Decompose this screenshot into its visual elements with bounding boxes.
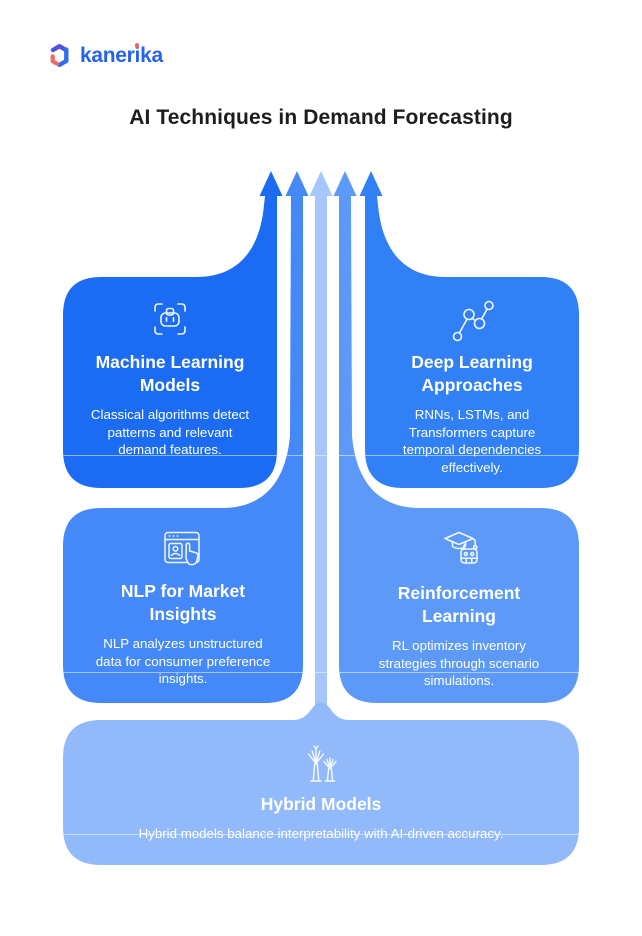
kanerika-logo: kanerika bbox=[46, 42, 163, 69]
arrow-5-head-icon bbox=[359, 171, 383, 196]
page-title: AI Techniques in Demand Forecasting bbox=[129, 106, 513, 129]
card-1-shape bbox=[63, 196, 277, 488]
card-2-shape bbox=[365, 196, 579, 488]
card-3-shape bbox=[63, 196, 303, 703]
card-title: Deep Learning Approaches bbox=[411, 352, 533, 395]
arrow-1-head-icon bbox=[259, 171, 283, 196]
graduate-robot-icon bbox=[435, 527, 483, 573]
arrow-3-head-icon bbox=[309, 171, 333, 196]
browser-profile-icon bbox=[159, 527, 207, 571]
network-nodes-icon bbox=[448, 296, 496, 342]
card-reinforcement-learning: Reinforcement Learning RL optimizes inve… bbox=[339, 508, 579, 690]
hybrid-trees-icon bbox=[298, 740, 344, 784]
arrow-shaft-hybrid bbox=[315, 196, 327, 710]
kanerika-logo-mark-icon bbox=[50, 44, 69, 68]
card-title: Hybrid Models bbox=[260, 794, 382, 814]
robot-scan-icon bbox=[147, 296, 193, 342]
card-body: RNNs, LSTMs, and Transformers capture te… bbox=[402, 407, 542, 475]
kanerika-logo-text: kanerika bbox=[80, 43, 163, 67]
arrow-4-head-icon bbox=[333, 171, 357, 196]
card-title: Reinforcement Learning bbox=[397, 583, 521, 626]
card-nlp-insights: NLP for Market Insights NLP analyzes uns… bbox=[63, 508, 303, 688]
card-5-shape bbox=[63, 702, 579, 865]
card-title: NLP for Market Insights bbox=[120, 581, 246, 624]
card-machine-learning: Machine Learning Models Classical algori… bbox=[63, 277, 277, 459]
card-hybrid-models: Hybrid Models Hybrid models balance inte… bbox=[63, 720, 579, 843]
card-body: Classical algorithms detect patterns and… bbox=[90, 407, 250, 457]
arrow-2-head-icon bbox=[285, 171, 309, 196]
card-title: Machine Learning Models bbox=[95, 352, 245, 395]
card-4-shape bbox=[339, 196, 579, 703]
card-deep-learning: Deep Learning Approaches RNNs, LSTMs, an… bbox=[365, 277, 579, 476]
card-body: RL optimizes inventory strategies throug… bbox=[378, 638, 540, 688]
card-body: NLP analyzes unstructured data for consu… bbox=[95, 636, 271, 686]
card-body: Hybrid models balance interpretability w… bbox=[138, 826, 504, 841]
